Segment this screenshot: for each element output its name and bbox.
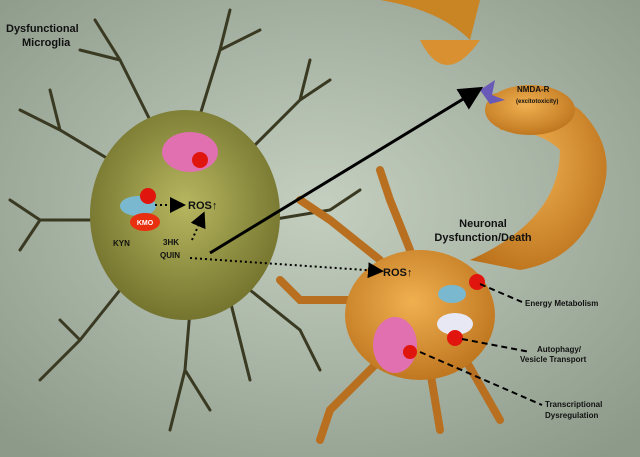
ros-burst-icon	[192, 152, 208, 168]
nmda-r-sublabel: (excitotoxicity)	[516, 99, 558, 105]
microglia-processes	[8, 8, 362, 432]
effect-vesicle-transport: Vesicle Transport	[520, 355, 587, 364]
mitochondrion-icon	[438, 285, 466, 303]
kyn-label: KYN	[113, 239, 130, 248]
effect-dysregulation: Dysregulation	[545, 411, 598, 420]
kmo-label: KMO	[137, 220, 154, 227]
vesicle-icon	[437, 313, 473, 335]
kmo-enzyme	[130, 213, 160, 231]
neuron-nucleus	[373, 317, 417, 373]
neuron-cell-body	[345, 250, 495, 380]
microglia-title: Dysfunctional	[6, 23, 79, 35]
ros-burst-icon	[403, 345, 417, 359]
microglia-ros-label: ROS↑	[188, 200, 217, 212]
dotted-arrows	[155, 197, 384, 279]
nmda-receptor-icon	[480, 80, 505, 104]
effect-transcriptional: Transcriptional	[545, 400, 602, 409]
ros-burst-icon	[140, 188, 156, 204]
presynaptic-stem	[380, 0, 480, 40]
neuron-dendrites	[276, 166, 504, 444]
microglia-cell	[90, 110, 280, 320]
neuron-title-line2: Dysfunction/Death	[434, 232, 531, 244]
ros-burst-icon	[447, 330, 463, 346]
quin-label: QUIN	[160, 251, 180, 260]
effect-energy-metabolism: Energy Metabolism	[525, 299, 598, 308]
effect-autophagy: Autophagy/	[537, 345, 582, 354]
3hk-label: 3HK	[163, 238, 179, 247]
microglia-title-line2: Microglia	[22, 37, 71, 49]
excitotoxicity-arrow	[209, 86, 484, 255]
postsynaptic-spine	[485, 85, 575, 135]
presynaptic-terminal	[420, 40, 480, 65]
neuron-ros-label: ROS↑	[383, 267, 412, 279]
dashed-leaders	[419, 283, 543, 406]
nmda-r-label: NMDA-R	[517, 85, 550, 94]
microglia-nucleus	[162, 132, 218, 172]
neuron-axon	[470, 90, 607, 270]
ros-burst-icon	[469, 274, 485, 290]
neuron-title: Neuronal	[459, 218, 507, 230]
